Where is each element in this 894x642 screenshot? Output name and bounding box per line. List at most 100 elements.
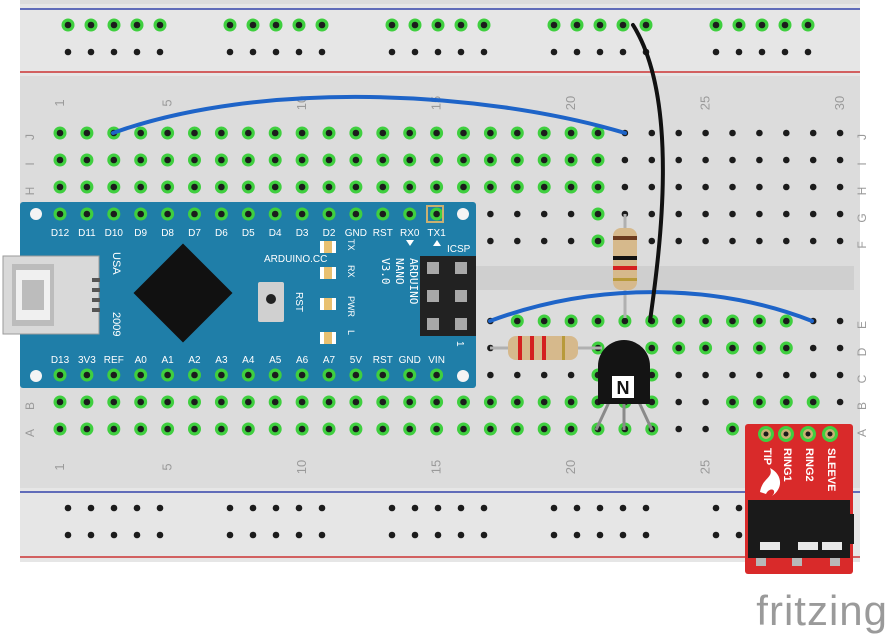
breadboard-hole[interactable] [618,314,632,328]
breadboard-hole[interactable] [540,371,548,379]
rail-hole[interactable] [110,504,118,512]
breadboard-hole[interactable] [729,371,736,379]
breadboard-hole[interactable] [268,180,282,194]
rail-hole[interactable] [431,18,445,32]
rail-hole[interactable] [156,504,164,512]
breadboard-hole[interactable] [648,183,656,191]
breadboard-hole[interactable] [672,341,686,355]
breadboard-hole[interactable] [161,153,175,167]
breadboard-hole[interactable] [107,395,121,409]
breadboard-hole[interactable] [510,422,524,436]
rail-hole[interactable] [226,504,234,512]
breadboard-hole[interactable] [756,210,763,218]
breadboard-hole[interactable] [783,237,790,245]
breadboard-hole[interactable] [752,314,766,328]
breadboard-hole[interactable] [756,183,763,191]
rail-hole[interactable] [388,531,396,539]
rail-hole[interactable] [758,48,766,56]
reset-button-cap[interactable] [266,294,276,304]
breadboard-hole[interactable] [672,314,686,328]
breadboard-hole[interactable] [134,126,148,140]
breadboard-hole[interactable] [107,180,121,194]
breadboard-hole[interactable] [783,183,790,191]
breadboard-hole[interactable] [483,126,497,140]
breadboard-hole[interactable] [836,317,844,325]
rail-hole[interactable] [110,48,118,56]
rail-hole[interactable] [249,48,257,56]
rail-hole[interactable] [454,18,468,32]
breadboard-hole[interactable] [564,422,578,436]
rail-hole[interactable] [292,18,306,32]
breadboard-hole[interactable] [564,126,578,140]
rail-hole[interactable] [408,18,422,32]
breadboard-hole[interactable] [457,126,470,140]
rail-hole[interactable] [411,531,419,539]
rail-hole[interactable] [712,504,720,512]
breadboard-hole[interactable] [564,314,578,328]
breadboard-hole[interactable] [836,129,844,137]
breadboard-hole[interactable] [514,210,521,218]
breadboard-hole[interactable] [836,237,844,245]
breadboard-hole[interactable] [510,314,524,328]
breadboard-hole[interactable] [675,183,682,191]
breadboard-hole[interactable] [349,126,363,140]
breadboard-hole[interactable] [295,126,309,140]
breadboard-hole[interactable] [161,422,175,436]
breadboard-hole[interactable] [295,180,309,194]
rail-hole[interactable] [87,48,95,56]
rail-hole[interactable] [295,48,303,56]
breadboard-hole[interactable] [457,422,470,436]
breadboard-hole[interactable] [836,210,844,218]
breadboard-hole[interactable] [726,341,739,355]
breadboard-hole[interactable] [591,126,605,140]
rail-hole[interactable] [295,531,303,539]
breadboard-hole[interactable] [591,207,605,221]
breadboard-hole[interactable] [53,126,67,140]
blue-wire-bottom[interactable] [488,290,814,323]
breadboard-hole[interactable] [675,398,682,406]
breadboard-hole[interactable] [188,126,201,140]
breadboard-hole[interactable] [487,237,494,245]
breadboard-hole[interactable] [53,153,67,167]
breadboard-hole[interactable] [809,371,817,379]
rail-hole[interactable] [133,48,141,56]
breadboard-hole[interactable] [487,210,494,218]
breadboard-hole[interactable] [675,237,682,245]
rail-hole[interactable] [223,18,237,32]
breadboard-hole[interactable] [241,126,255,140]
breadboard-hole[interactable] [675,156,682,164]
breadboard-hole[interactable] [188,395,201,409]
breadboard-hole[interactable] [376,180,390,194]
rail-hole[interactable] [87,504,95,512]
breadboard-hole[interactable] [53,395,67,409]
breadboard-hole[interactable] [836,344,844,352]
breadboard-hole[interactable] [729,210,736,218]
rail-hole[interactable] [480,48,488,56]
breadboard-hole[interactable] [699,341,713,355]
breadboard-hole[interactable] [53,180,67,194]
breadboard-hole[interactable] [430,153,444,167]
breadboard-hole[interactable] [214,180,228,194]
breadboard-hole[interactable] [483,153,497,167]
breadboard-hole[interactable] [537,314,551,328]
breadboard-hole[interactable] [161,395,175,409]
breadboard-hole[interactable] [188,153,201,167]
breadboard-hole[interactable] [809,156,817,164]
resistor-vertical[interactable] [613,214,637,318]
rail-hole[interactable] [388,504,396,512]
breadboard-hole[interactable] [621,183,629,191]
rail-hole[interactable] [226,48,234,56]
rail-hole[interactable] [550,531,558,539]
breadboard-hole[interactable] [268,126,282,140]
rail-hole[interactable] [153,18,167,32]
rail-hole[interactable] [385,18,399,32]
breadboard-hole[interactable] [783,156,790,164]
rail-hole[interactable] [107,18,121,32]
rail-hole[interactable] [318,48,326,56]
breadboard-hole[interactable] [675,371,682,379]
breadboard-hole[interactable] [702,156,709,164]
breadboard-hole[interactable] [756,237,763,245]
rail-hole[interactable] [619,531,627,539]
